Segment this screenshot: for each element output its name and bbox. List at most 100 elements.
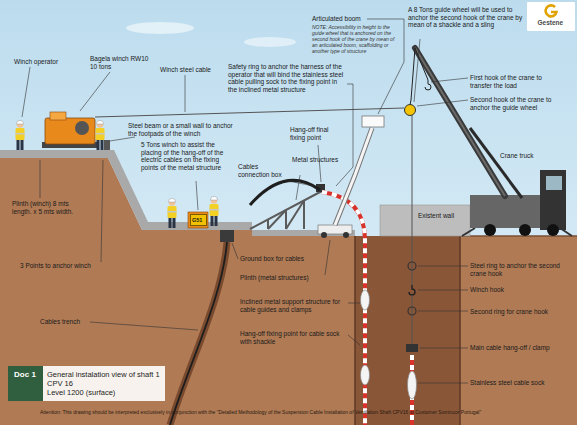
leader-line <box>22 67 30 117</box>
logo-box: Gestene <box>537 18 566 28</box>
metal-structure <box>250 180 320 205</box>
workers <box>210 196 219 226</box>
callout-label: Inclined metal support structure for cab… <box>240 298 345 313</box>
callout-label: First hook of the crane to transfer the … <box>470 74 562 89</box>
articulated-boom-lift <box>362 116 384 127</box>
crane-hooks <box>415 48 428 80</box>
small-winch <box>188 212 208 228</box>
metal-structure <box>286 201 304 230</box>
callout-label: Cables trench <box>40 318 98 326</box>
sky <box>126 22 194 34</box>
crane-truck <box>415 48 505 196</box>
leader-line <box>325 240 330 275</box>
workers <box>16 120 25 150</box>
logo-box-text: Gestene <box>538 19 564 27</box>
winch <box>75 121 89 135</box>
crane-hooks <box>409 285 415 295</box>
callout-label: Winch steel cable <box>160 66 222 74</box>
articulated-boom-lift <box>343 232 349 238</box>
leader-line <box>348 335 360 345</box>
leader-line <box>90 322 198 330</box>
title-panel-text: General instalation view of shaft 1 <box>47 370 160 379</box>
articulated-boom-lift <box>335 128 372 225</box>
leader-line <box>431 78 468 82</box>
leader-line <box>418 311 468 312</box>
crane-truck <box>540 170 566 230</box>
sky <box>244 37 296 47</box>
callout-label: NOTE: Accessibility in height to the gui… <box>312 25 400 54</box>
suspension-cable <box>361 290 370 310</box>
metal-structure <box>303 201 305 230</box>
title-panel-text: Level 1200 (surface) <box>47 388 115 397</box>
crane-truck <box>547 224 559 236</box>
attention-note: Attention: This drawing should be interp… <box>40 410 560 416</box>
callout-label: Steel beam or a small wall to anchor the… <box>128 122 243 137</box>
plinth <box>104 140 110 150</box>
plinth <box>0 140 355 236</box>
machine-tag-text: G51 <box>192 217 202 224</box>
leader-line <box>418 290 468 291</box>
leader-line <box>80 72 110 111</box>
callout-label: Winch operator <box>14 58 74 66</box>
callout-label: Ground box for cables <box>240 255 320 263</box>
callout-label: Metal structures <box>292 156 340 164</box>
shaft <box>355 236 460 425</box>
crane-truck <box>415 48 572 236</box>
crane-hooks <box>406 344 418 352</box>
winch <box>50 112 66 120</box>
crane-truck <box>470 195 542 228</box>
logo-mark <box>527 2 575 31</box>
leader-line <box>414 39 420 102</box>
crane-hooks <box>405 105 416 116</box>
plinth <box>0 150 108 158</box>
title-panel: General instalation view of shaft 1CPV 1… <box>43 366 165 401</box>
leader-line <box>232 243 238 259</box>
crane-hooks <box>412 115 413 285</box>
winch <box>45 118 95 144</box>
leader-line <box>288 181 314 186</box>
leader-line <box>418 383 468 384</box>
crane-hooks <box>412 295 413 344</box>
crane-hooks <box>408 371 417 399</box>
cables-trench <box>170 242 227 425</box>
leader-line <box>318 145 321 182</box>
leader-line <box>336 84 353 186</box>
callout-label: 5 Tons winch to assist the placing of th… <box>141 141 236 172</box>
ground <box>0 158 577 425</box>
callout-label: Crane truck <box>500 152 560 160</box>
ground <box>460 235 577 237</box>
workers <box>168 198 177 228</box>
articulated-boom-lift <box>335 128 372 225</box>
leader-line <box>196 181 198 210</box>
callout-label: Hang-off final fixing point <box>290 126 345 141</box>
machine-tag: G51 <box>190 214 207 226</box>
callout-label: Second ring for crane hook <box>470 308 570 316</box>
crane-hooks <box>408 262 416 270</box>
cables-trench <box>170 230 234 425</box>
shaft <box>355 236 460 425</box>
leader-line <box>417 100 468 106</box>
leader-line <box>40 160 41 198</box>
leader-line <box>185 75 186 112</box>
callout-label: Articulated boom <box>312 15 402 23</box>
leader-line <box>110 137 135 141</box>
callout-label: Safety ring to anchor the harness of the… <box>228 63 346 94</box>
shaft <box>459 236 461 425</box>
callout-label: Stainless steel cable sock <box>470 379 570 387</box>
callout-label: Cables connection box <box>238 163 290 178</box>
crane-truck <box>519 224 531 236</box>
callout-label: Bagela winch RW10 10 tons <box>90 55 152 70</box>
callout-label: A 8 Tons guide wheel will be used to anc… <box>408 6 524 29</box>
leader-line <box>348 303 360 304</box>
articulated-boom-lift <box>318 116 384 238</box>
callout-label: Plinth (metal structures) <box>240 274 328 282</box>
crane-hooks <box>411 48 415 100</box>
leader-line <box>420 348 468 349</box>
callout-label: Plinth (winch) 8 mts length. x 5 mts wid… <box>12 200 90 215</box>
metal-structure <box>250 180 325 229</box>
cables-trench <box>170 242 227 425</box>
cables-trench <box>220 230 234 242</box>
existent-wall <box>380 205 470 236</box>
crane-truck <box>546 176 562 190</box>
